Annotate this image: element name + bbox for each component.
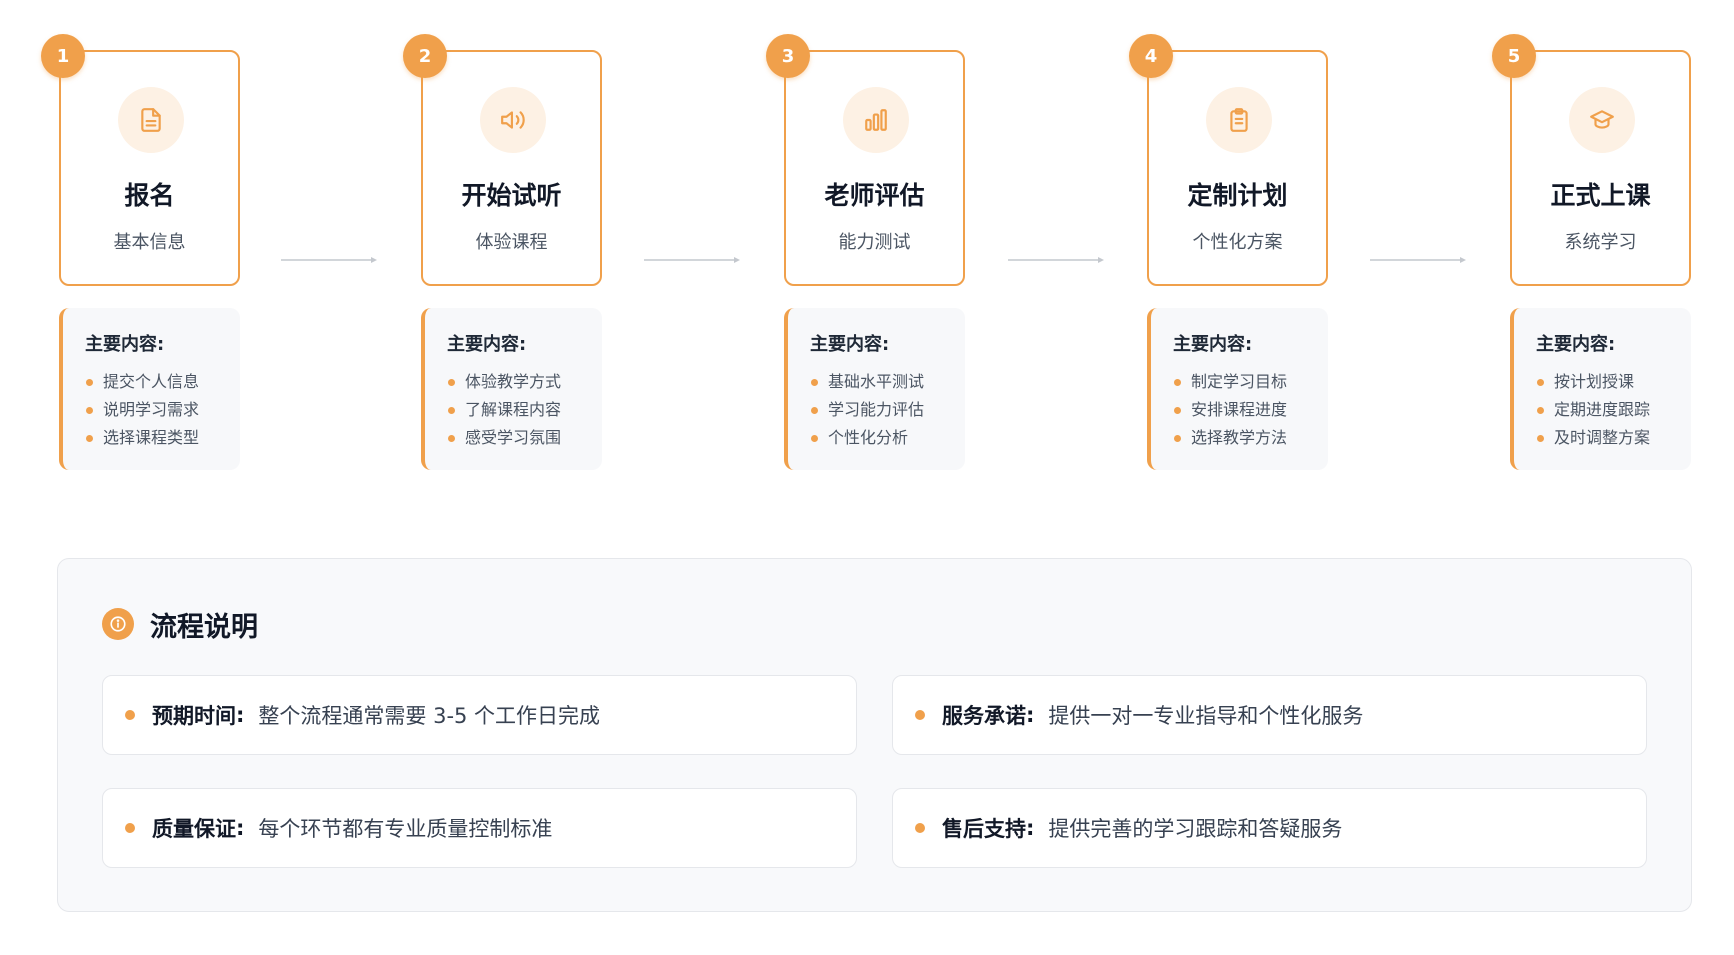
notes-header: 流程说明 [102, 607, 258, 643]
arrow-connector [644, 256, 740, 264]
bar-chart-icon [843, 87, 909, 153]
step-subtitle: 能力测试 [838, 232, 911, 253]
arrow-connector [281, 256, 377, 264]
step-subtitle: 系统学习 [1564, 232, 1637, 253]
detail-title: 主要内容: [447, 334, 527, 355]
step-title: 报名 [124, 181, 175, 210]
step-title: 定制计划 [1187, 181, 1288, 210]
detail-title: 主要内容: [810, 334, 890, 355]
note-label: 售后支持 [942, 817, 1026, 841]
notes-title: 流程说明 [150, 611, 258, 643]
list-item: 个性化分析 [810, 424, 965, 452]
list-item: 及时调整方案 [1536, 424, 1691, 452]
detail-list: 制定学习目标 安排课程进度 选择教学方法 [1173, 368, 1328, 452]
list-item: 制定学习目标 [1173, 368, 1328, 396]
step-card: 正式上课 系统学习 [1510, 50, 1691, 286]
note-colon: : [236, 703, 245, 727]
bullet-dot [125, 823, 135, 833]
list-item: 体验教学方式 [447, 368, 602, 396]
step-title: 开始试听 [461, 181, 562, 210]
arrow-connector [1370, 256, 1466, 264]
step-detail: 主要内容: 按计划授课 定期进度跟踪 及时调整方案 [1510, 308, 1691, 470]
step-detail: 主要内容: 制定学习目标 安排课程进度 选择教学方法 [1147, 308, 1328, 470]
step-number-badge: 4 [1129, 34, 1173, 78]
step-subtitle: 体验课程 [475, 232, 548, 253]
arrow-connector [1008, 256, 1104, 264]
list-item: 基础水平测试 [810, 368, 965, 396]
detail-list: 提交个人信息 说明学习需求 选择课程类型 [85, 368, 240, 452]
step-card: 开始试听 体验课程 [421, 50, 602, 286]
step-number-badge: 2 [403, 34, 447, 78]
detail-list: 体验教学方式 了解课程内容 感受学习氛围 [447, 368, 602, 452]
step-subtitle: 个性化方案 [1192, 232, 1283, 253]
bullet-dot [915, 823, 925, 833]
note-colon: : [1026, 703, 1035, 727]
note-text: 提供完善的学习跟踪和答疑服务 [1048, 817, 1343, 841]
list-item: 说明学习需求 [85, 396, 240, 424]
note-item-after-sales: 售后支持 : 提供完善的学习跟踪和答疑服务 [892, 788, 1647, 868]
note-label: 预期时间 [152, 704, 236, 728]
list-item: 定期进度跟踪 [1536, 396, 1691, 424]
detail-list: 按计划授课 定期进度跟踪 及时调整方案 [1536, 368, 1691, 452]
step-subtitle: 基本信息 [113, 232, 186, 253]
note-item-quality: 质量保证 : 每个环节都有专业质量控制标准 [102, 788, 857, 868]
detail-title: 主要内容: [1536, 334, 1616, 355]
speaker-icon [480, 87, 546, 153]
detail-title: 主要内容: [1173, 334, 1253, 355]
list-item: 学习能力评估 [810, 396, 965, 424]
bullet-dot [125, 710, 135, 720]
list-item: 感受学习氛围 [447, 424, 602, 452]
step-number-badge: 1 [41, 34, 85, 78]
step-detail: 主要内容: 提交个人信息 说明学习需求 选择课程类型 [59, 308, 240, 470]
list-item: 提交个人信息 [85, 368, 240, 396]
step-title: 正式上课 [1550, 181, 1651, 210]
document-icon [118, 87, 184, 153]
step-detail: 主要内容: 体验教学方式 了解课程内容 感受学习氛围 [421, 308, 602, 470]
step-number-badge: 3 [766, 34, 810, 78]
note-colon: : [1026, 816, 1035, 840]
note-text: 整个流程通常需要 3-5 个工作日完成 [258, 704, 601, 728]
note-label: 质量保证 [152, 817, 236, 841]
list-item: 选择课程类型 [85, 424, 240, 452]
step-number-badge: 5 [1492, 34, 1536, 78]
process-notes-panel: 流程说明 预期时间 : 整个流程通常需要 3-5 个工作日完成 服务承诺 : 提… [57, 558, 1692, 912]
note-label: 服务承诺 [942, 704, 1026, 728]
note-item-expected-time: 预期时间 : 整个流程通常需要 3-5 个工作日完成 [102, 675, 857, 755]
graduation-cap-icon [1569, 87, 1635, 153]
step-detail: 主要内容: 基础水平测试 学习能力评估 个性化分析 [784, 308, 965, 470]
bullet-dot [915, 710, 925, 720]
info-icon [102, 608, 134, 640]
note-item-service-promise: 服务承诺 : 提供一对一专业指导和个性化服务 [892, 675, 1647, 755]
note-text: 提供一对一专业指导和个性化服务 [1048, 704, 1364, 728]
list-item: 选择教学方法 [1173, 424, 1328, 452]
clipboard-icon [1206, 87, 1272, 153]
detail-title: 主要内容: [85, 334, 165, 355]
list-item: 安排课程进度 [1173, 396, 1328, 424]
detail-list: 基础水平测试 学习能力评估 个性化分析 [810, 368, 965, 452]
note-colon: : [236, 816, 245, 840]
note-text: 每个环节都有专业质量控制标准 [258, 817, 553, 841]
step-card: 老师评估 能力测试 [784, 50, 965, 286]
step-card: 报名 基本信息 [59, 50, 240, 286]
step-title: 老师评估 [824, 181, 925, 210]
step-card: 定制计划 个性化方案 [1147, 50, 1328, 286]
list-item: 按计划授课 [1536, 368, 1691, 396]
list-item: 了解课程内容 [447, 396, 602, 424]
